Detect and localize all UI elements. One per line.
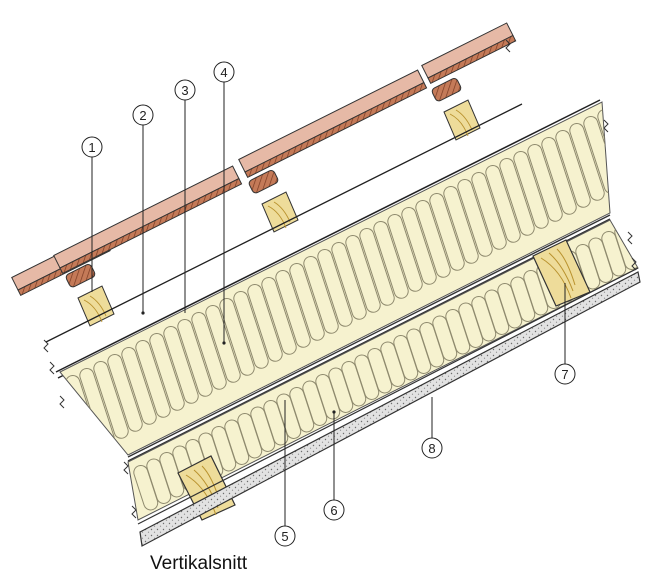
insulation-fibre: [527, 143, 563, 222]
callout-4: 4: [213, 61, 235, 83]
insulation-fibre: [205, 304, 241, 383]
insulation-fibre: [317, 248, 353, 327]
callout-2: 2: [132, 104, 154, 126]
insulation-fibre: [555, 129, 591, 208]
section-caption: Vertikalsnitt: [150, 553, 248, 574]
callout-3-label: 3: [181, 83, 188, 98]
insulation-fibre: [345, 234, 381, 313]
leader-lines: [91, 82, 566, 526]
roof-tile: [238, 69, 428, 179]
insulation-fibre: [485, 164, 521, 243]
callout-7: 7: [554, 363, 576, 385]
insulation-fibre: [569, 122, 605, 201]
insulation-fibre: [331, 241, 367, 320]
insulation-fibre: [541, 136, 577, 215]
insulation-fibre: [163, 325, 199, 404]
insulation-fibre: [219, 297, 255, 376]
roof-tiles: [11, 22, 517, 297]
callout-8-label: 8: [428, 441, 435, 456]
insulation-fibre: [513, 150, 549, 229]
callout-1: 1: [81, 136, 103, 158]
callout-5-label: 5: [281, 529, 288, 544]
counter-batten: [77, 285, 115, 327]
callout-3: 3: [174, 79, 196, 101]
insulation-fibre: [233, 290, 269, 369]
insulation-fibre: [191, 311, 227, 390]
insulation-layer-installation: [127, 210, 650, 521]
insulation-fibre: [107, 353, 143, 432]
insulation-fibre: [457, 178, 493, 257]
insulation-fibre: [149, 332, 185, 411]
counter-batten: [261, 191, 299, 233]
callout-2-label: 2: [139, 108, 146, 123]
batten: [248, 170, 279, 194]
insulation-fibre: [639, 210, 650, 258]
insulation-fibre: [401, 206, 437, 285]
break-marks: [43, 39, 637, 519]
insulation-fibre: [443, 185, 479, 264]
batten: [431, 78, 462, 102]
gypsum-board: [137, 267, 641, 547]
insulation-layer-main: [59, 101, 648, 456]
insulation-fibre: [121, 346, 157, 425]
insulation-fibre: [247, 283, 283, 362]
insulation-fibre: [135, 339, 171, 418]
insulation-fibre: [359, 227, 395, 306]
insulation-fibre: [261, 276, 297, 355]
callout-5: 5: [274, 525, 296, 547]
insulation-fibre: [177, 318, 213, 397]
callout-8: 8: [421, 437, 443, 459]
batten: [65, 264, 96, 288]
insulation-fibres-installation: [133, 210, 650, 511]
insulation-fibre: [471, 171, 507, 250]
insulation-fibre: [429, 192, 465, 271]
stud-right: [532, 239, 591, 307]
callout-7-label: 7: [561, 367, 568, 382]
callout-4-label: 4: [220, 65, 227, 80]
leader-dots: [141, 311, 336, 414]
insulation-fibre: [387, 213, 423, 292]
insulation-fibre: [93, 360, 129, 439]
callout-6-label: 6: [330, 503, 337, 518]
callout-1-label: 1: [88, 140, 95, 155]
insulation-fibre: [610, 101, 648, 181]
insulation-fibre: [303, 255, 339, 334]
vapour-barrier: [127, 214, 611, 462]
insulation-fibre: [415, 199, 451, 278]
callout-6: 6: [323, 499, 345, 521]
insulation-fibre: [499, 157, 535, 236]
insulation-fibre: [275, 269, 311, 348]
insulation-fibre: [373, 220, 409, 299]
insulation-fibre: [289, 262, 325, 341]
roof-tile: [53, 165, 243, 275]
roof-tile: [421, 22, 517, 85]
